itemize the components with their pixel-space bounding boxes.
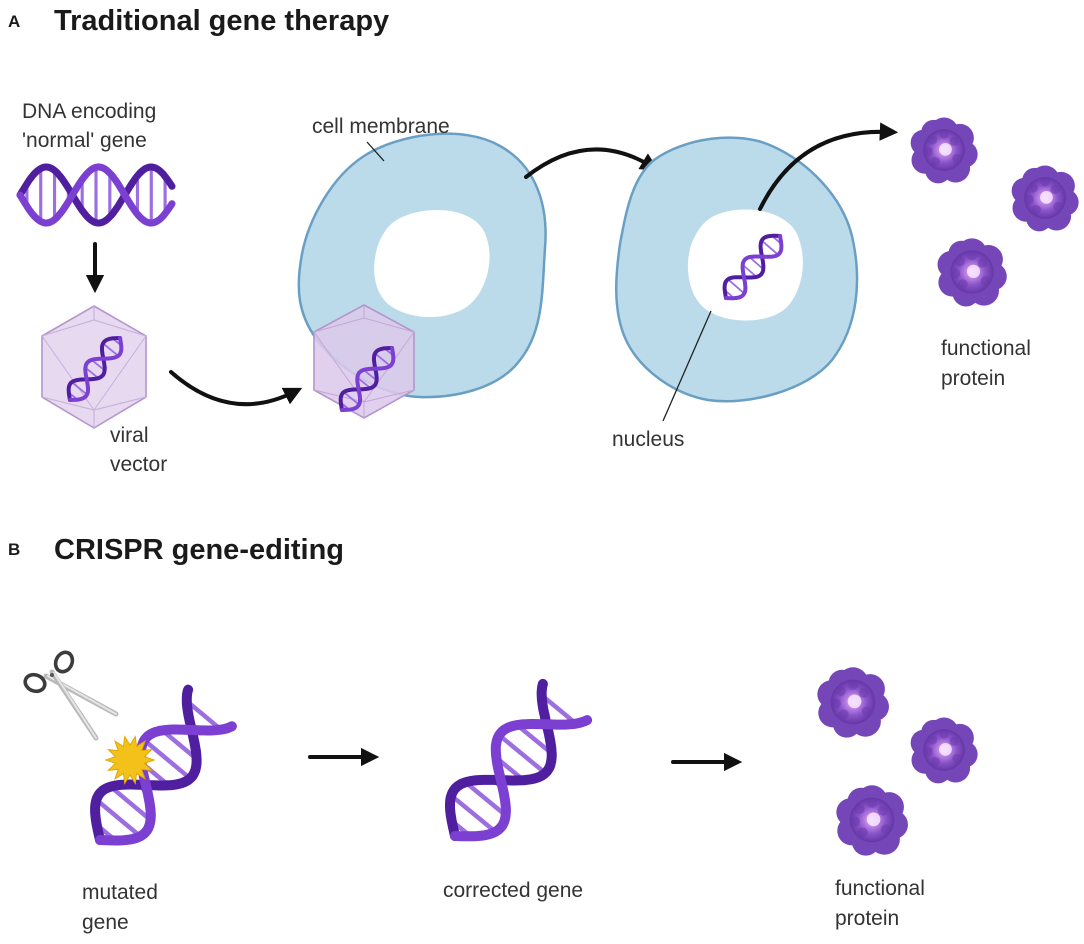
functional-protein-icon bbox=[910, 117, 982, 186]
functional-protein-label-b: functional protein bbox=[835, 877, 931, 930]
arrow-to-cell-icon bbox=[169, 370, 303, 407]
functional-protein-icon bbox=[1011, 165, 1083, 234]
panel-b-title: CRISPR gene-editing bbox=[54, 534, 344, 566]
mutated-gene-label: mutated gene bbox=[82, 881, 164, 934]
functional-protein-label: functional protein bbox=[941, 337, 1037, 390]
mutation-burst-icon bbox=[104, 735, 156, 785]
functional-protein-icon bbox=[836, 785, 912, 859]
functional-protein-icon bbox=[910, 717, 982, 786]
panel-b: B CRISPR gene-editing mutated gene corre… bbox=[8, 534, 982, 934]
cell-membrane-label: cell membrane bbox=[312, 115, 450, 138]
panel-b-letter: B bbox=[8, 540, 20, 559]
nucleus-label: nucleus bbox=[612, 428, 684, 451]
viral-vector-icon bbox=[41, 305, 147, 429]
cell-with-dna-icon bbox=[615, 136, 859, 403]
viral-vector-label: viral vector bbox=[110, 424, 167, 476]
corrected-gene-dna-icon bbox=[445, 678, 593, 842]
functional-protein-icon bbox=[817, 667, 893, 741]
nucleus-leader bbox=[662, 310, 712, 422]
scissors-icon bbox=[23, 650, 119, 741]
cell-membrane-leader bbox=[366, 141, 385, 162]
arrow-to-protein-icon bbox=[758, 122, 899, 211]
nucleus-with-gene-icon bbox=[687, 209, 803, 321]
functional-protein-icon bbox=[937, 238, 1011, 309]
panel-a-letter: A bbox=[8, 12, 20, 31]
arrow-to-nucleus-cell-icon bbox=[524, 147, 659, 179]
nucleus-icon bbox=[374, 209, 490, 318]
normal-gene-dna-icon bbox=[16, 163, 176, 227]
viral-vector-docked-icon bbox=[313, 304, 415, 419]
corrected-gene-label: corrected gene bbox=[443, 879, 583, 902]
dna-encoding-label: DNA encoding 'normal' gene bbox=[22, 100, 162, 152]
panel-a-title: Traditional gene therapy bbox=[54, 5, 389, 37]
panel-a: A Traditional gene therapy DNA encoding … bbox=[8, 5, 1083, 476]
